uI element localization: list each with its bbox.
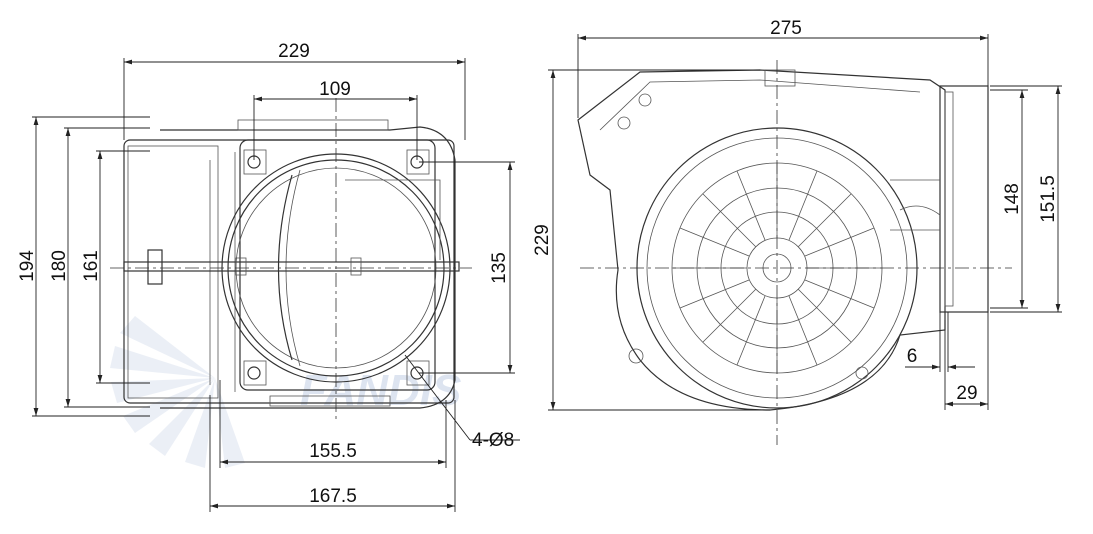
dim-label: 109 bbox=[319, 79, 351, 100]
dim-label: 135 bbox=[489, 252, 510, 284]
dim-label: 180 bbox=[49, 250, 70, 282]
dim-194-height: 194 bbox=[17, 116, 150, 417]
dim-label: 275 bbox=[770, 18, 802, 39]
dim-label: 155.5 bbox=[309, 441, 357, 462]
dim-148-outlet: 148 bbox=[990, 89, 1028, 309]
dim-label: 6 bbox=[907, 346, 918, 367]
side-view: 275 229 148 151.5 6 bbox=[532, 18, 1062, 445]
dim-label: 29 bbox=[956, 383, 977, 404]
dim-29-outlet-depth: 29 bbox=[944, 312, 989, 410]
dim-229-height: 229 bbox=[532, 69, 770, 411]
dim-label: 148 bbox=[1002, 183, 1023, 215]
dim-135-hole-spacing: 135 bbox=[419, 161, 515, 374]
dim-label: 161 bbox=[81, 250, 102, 282]
dim-label: 229 bbox=[278, 41, 310, 62]
dim-275-length: 275 bbox=[577, 18, 989, 118]
dim-label: 4-Ø8 bbox=[472, 430, 514, 451]
watermark-logo: FANDIS bbox=[110, 316, 461, 468]
dim-151-5-outlet: 151.5 bbox=[990, 85, 1062, 313]
dim-161-height: 161 bbox=[81, 150, 150, 384]
dim-label: 229 bbox=[532, 224, 553, 256]
dim-label: 167.5 bbox=[309, 486, 357, 507]
dim-155-5: 155.5 bbox=[219, 380, 447, 468]
front-view: FANDIS bbox=[17, 41, 520, 512]
dim-6-flange: 6 bbox=[905, 312, 975, 372]
dim-label: 194 bbox=[17, 250, 38, 282]
dim-167-5: 167.5 bbox=[209, 395, 456, 512]
dim-180-height: 180 bbox=[49, 127, 150, 408]
dim-229-width: 229 bbox=[123, 41, 466, 140]
dim-109-hole-spacing: 109 bbox=[253, 79, 418, 160]
leader-4-holes: 4-Ø8 bbox=[404, 354, 520, 451]
dim-label: 151.5 bbox=[1038, 175, 1059, 223]
